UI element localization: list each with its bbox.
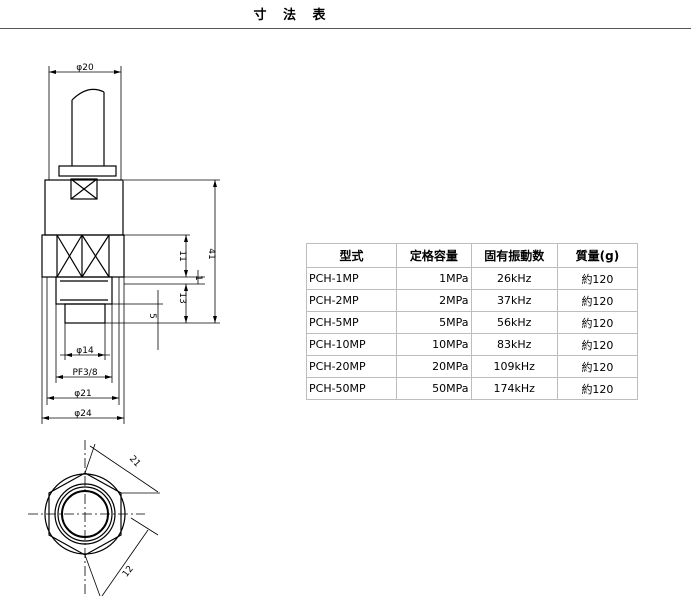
cell-capacity: 10MPa [396, 333, 472, 356]
cell-capacity: 2MPa [396, 289, 472, 312]
cell-mass: 約120 [556, 333, 639, 356]
table-row: PCH-10MP 10MPa 83kHz 約120 [305, 333, 639, 356]
dim-11-label: 11 [177, 250, 187, 261]
spec-table-header-row: 型式 定格容量 固有振動数 質量(g) [305, 243, 639, 268]
table-row: PCH-20MP 20MPa 109kHz 約120 [305, 355, 639, 378]
cell-capacity: 20MPa [396, 355, 472, 378]
page-title: 寸 法 表 [253, 8, 332, 23]
cell-mass: 約120 [556, 311, 639, 334]
dim-d20-label: φ20 [76, 63, 94, 73]
cell-mass: 約120 [556, 377, 639, 400]
table-row: PCH-1MP 1MPa 26kHz 約120 [305, 267, 639, 290]
cell-capacity: 50MPa [396, 377, 472, 400]
table-row: PCH-5MP 5MPa 56kHz 約120 [305, 311, 639, 334]
dim-d21-label: φ21 [74, 389, 91, 399]
table-row: PCH-50MP 50MPa 174kHz 約120 [305, 377, 639, 400]
cell-frequency: 109kHz [470, 355, 558, 378]
cell-model: PCH-1MP [305, 267, 398, 290]
cell-frequency: 37kHz [470, 289, 558, 312]
cell-mass: 約120 [556, 267, 639, 290]
dim-5-label: 5 [147, 313, 157, 319]
dimension-drawing: φ20 41 11 1 13 5 φ14 PF3/8 φ21 φ24 21 12 [28, 63, 220, 597]
cell-frequency: 83kHz [470, 333, 558, 356]
cell-model: PCH-2MP [305, 289, 398, 312]
header-mass: 質量(g) [556, 243, 639, 268]
cell-frequency: 26kHz [470, 267, 558, 290]
spec-table: 型式 定格容量 固有振動数 質量(g) PCH-1MP 1MPa 26kHz 約… [305, 243, 639, 400]
cell-capacity: 1MPa [396, 267, 472, 290]
cell-capacity: 5MPa [396, 311, 472, 334]
cell-model: PCH-10MP [305, 333, 398, 356]
header-model: 型式 [305, 243, 398, 268]
table-row: PCH-2MP 2MPa 37kHz 約120 [305, 289, 639, 312]
dim-1-label: 1 [193, 275, 203, 281]
dim-41-label: 41 [206, 248, 216, 259]
dim-top21-label: 21 [127, 454, 142, 469]
cell-mass: 約120 [556, 289, 639, 312]
cell-frequency: 174kHz [470, 377, 558, 400]
cell-model: PCH-20MP [305, 355, 398, 378]
cell-mass: 約120 [556, 355, 639, 378]
dim-13-label: 13 [177, 292, 187, 303]
header-rated-capacity: 定格容量 [396, 243, 472, 268]
cell-model: PCH-50MP [305, 377, 398, 400]
cell-frequency: 56kHz [470, 311, 558, 334]
dim-pf-label: PF3/8 [72, 368, 97, 378]
cell-model: PCH-5MP [305, 311, 398, 334]
header-natural-frequency: 固有振動数 [470, 243, 558, 268]
dim-d24-label: φ24 [74, 409, 92, 419]
header-divider [0, 28, 691, 29]
dim-top12-label: 12 [121, 564, 136, 579]
dim-d14-label: φ14 [76, 346, 94, 356]
